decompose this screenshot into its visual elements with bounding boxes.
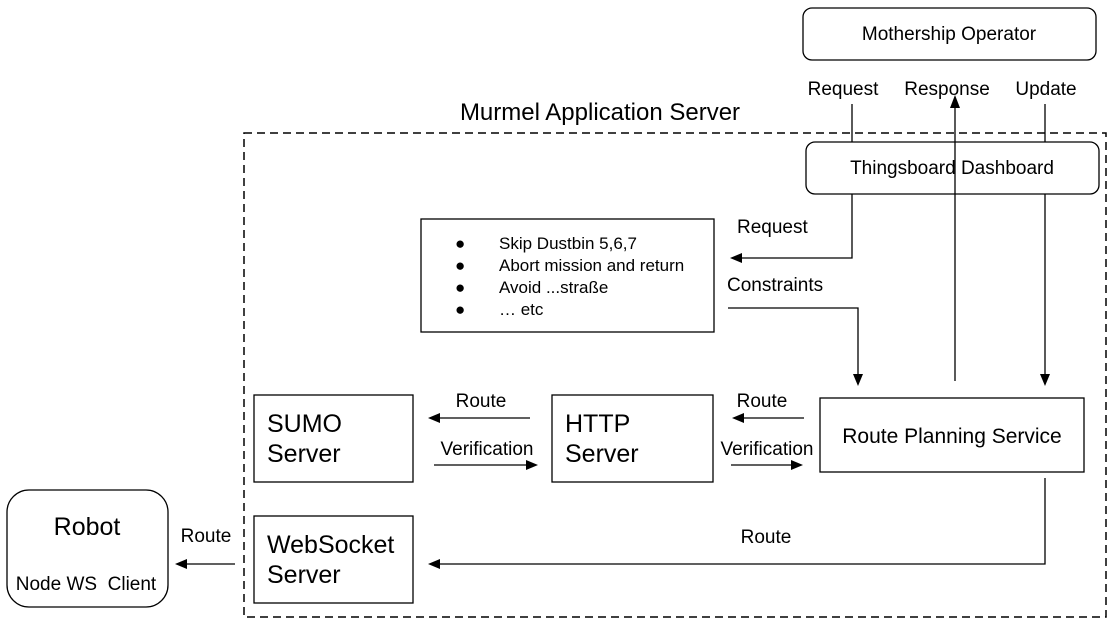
route-to-http-arrowhead (732, 413, 744, 423)
thingsboard-dashboard-node: Thingsboard Dashboard (805, 141, 1100, 195)
robot-node: Robot Node WS Client (6, 489, 169, 608)
constraint-item: … etc (499, 300, 544, 319)
dashboard-request-label: Request (737, 217, 808, 238)
verification-to-http-label: Verification (441, 439, 534, 460)
operator-response-label: Response (904, 79, 990, 100)
route-to-websocket-label: Route (741, 527, 792, 548)
route-to-robot-arrowhead (175, 559, 187, 569)
thingsboard-dashboard-label: Thingsboard Dashboard (850, 158, 1054, 179)
sumo-server-label: Server (267, 440, 341, 468)
update-arrowhead (1040, 374, 1050, 386)
constraint-item: Avoid ...straße (499, 278, 608, 297)
operator-update-label: Update (1015, 79, 1076, 100)
constraint-bullet: ● (455, 256, 465, 275)
dashboard-request-arrowhead (730, 253, 742, 263)
constraint-bullet: ● (455, 300, 465, 319)
route-to-sumo-label: Route (456, 391, 507, 412)
constraint-item: Skip Dustbin 5,6,7 (499, 234, 637, 253)
route-to-http-label: Route (737, 391, 788, 412)
route-to-robot-label: Route (181, 526, 232, 547)
application-server-container (243, 132, 1107, 618)
constraint-item: Abort mission and return (499, 256, 684, 275)
http-server-label: Server (565, 440, 639, 468)
robot-subtitle: Node WS Client (16, 574, 157, 595)
websocket-server-label: Server (267, 561, 341, 589)
http-server-node: HTTP Server (551, 394, 714, 483)
constraints-arrowhead (853, 374, 863, 386)
application-server-title: Murmel Application Server (460, 99, 740, 126)
http-server-label: HTTP (565, 410, 630, 438)
constraint-bullet: ● (455, 278, 465, 297)
constraint-bullet: ● (455, 234, 465, 253)
route-to-websocket-edge (440, 478, 1046, 565)
route-to-sumo-arrowhead (428, 413, 440, 423)
constraints-list-node: ● Skip Dustbin 5,6,7 ● Abort mission and… (420, 218, 715, 333)
route-to-websocket-arrowhead (428, 559, 440, 569)
sumo-server-node: SUMO Server (253, 394, 414, 483)
verification-to-http-arrowhead (526, 460, 538, 470)
verification-to-rps-arrowhead (791, 460, 803, 470)
dashboard-request-edge (742, 194, 853, 259)
verification-to-rps-label: Verification (721, 439, 814, 460)
websocket-server-node: WebSocket Server (253, 515, 414, 604)
response-arrowhead (950, 95, 960, 108)
websocket-server-label: WebSocket (267, 531, 394, 559)
constraints-label: Constraints (727, 275, 823, 296)
sumo-server-label: SUMO (267, 410, 342, 438)
mothership-operator-label: Mothership Operator (862, 24, 1037, 45)
constraints-edge (728, 307, 859, 374)
route-planning-service-node: Route Planning Service (819, 397, 1085, 473)
route-planning-service-label: Route Planning Service (842, 425, 1061, 448)
mothership-operator-node: Mothership Operator (802, 7, 1097, 61)
operator-request-label: Request (808, 79, 879, 100)
robot-title: Robot (54, 513, 121, 541)
